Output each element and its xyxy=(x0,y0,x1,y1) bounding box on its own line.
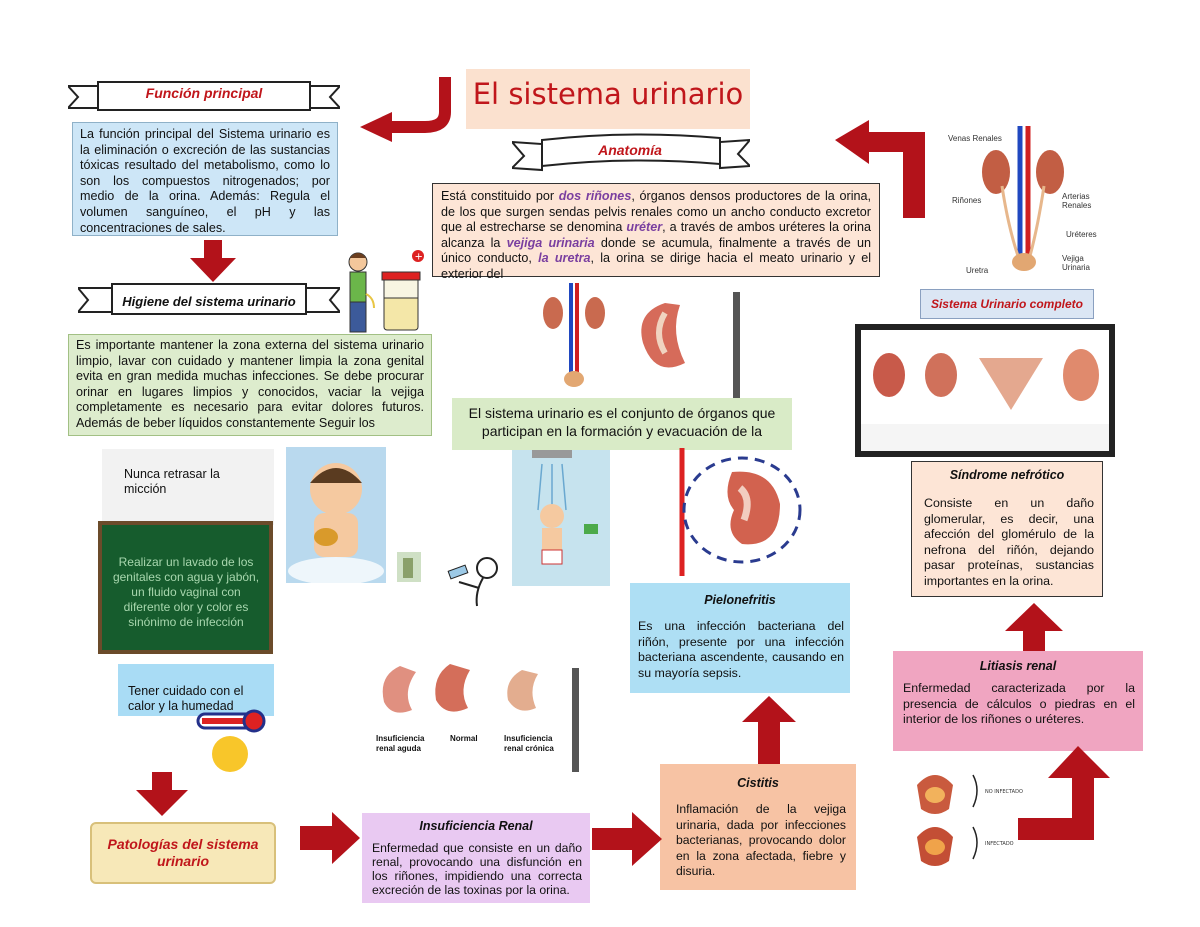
anatomia-ribbon xyxy=(512,133,750,172)
kidney-comparison-image: Insuficiencia renal aguda Normal Insufic… xyxy=(372,656,572,766)
anatomia-text: Está constituido por dos riñones, órgano… xyxy=(432,183,880,281)
higiene-heading: Higiene del sistema urinario xyxy=(122,294,296,309)
anatomy-diagram-image xyxy=(515,283,733,395)
pielonefritis-text: Es una infección bacteriana del riñón, p… xyxy=(638,619,844,680)
anatomia-p1: Está constituido por xyxy=(441,189,559,203)
page-title: El sistema urinario xyxy=(472,77,744,111)
infected-kidney-image xyxy=(679,448,802,576)
down-arrow-1 xyxy=(190,240,236,282)
insuficiencia-heading: Insuficiencia Renal xyxy=(419,819,533,833)
patologias-heading: Patologías del sistema urinario xyxy=(107,836,259,869)
funcion-ribbon xyxy=(68,81,340,111)
completo-caption-box: Sistema Urinario completo xyxy=(920,289,1094,319)
higiene-ribbon xyxy=(78,283,340,315)
up-arrow-pielo xyxy=(742,696,796,766)
urinary-system-image: Venas Renales Riñones Arterias Renales U… xyxy=(938,126,1110,276)
anatomia-heading: Anatomía xyxy=(598,142,662,158)
anatomia-p4: donde se acumula, finalmente a través de… xyxy=(441,235,871,266)
kidney-panel-image xyxy=(855,324,1115,457)
cistitis-heading: Cistitis xyxy=(737,776,779,790)
shower-image xyxy=(512,450,610,586)
calor-note: Tener cuidado con el calor y la humedad xyxy=(118,664,274,716)
pielonefritis-heading: Pielonefritis xyxy=(704,593,776,607)
definicion-box: El sistema urinario es el conjunto de ór… xyxy=(452,398,792,450)
label-arterias: Arterias Renales xyxy=(1062,192,1092,210)
label-venas: Venas Renales xyxy=(948,134,1002,143)
patologias-box: Patologías del sistema urinario xyxy=(90,822,276,884)
bathing-child-image xyxy=(286,447,386,583)
anatomia-p3: , a través de ambos uréteres la orina al… xyxy=(441,220,871,250)
litiasis-heading: Litiasis renal xyxy=(979,659,1057,673)
definicion-text: El sistema urinario es el conjunto de ór… xyxy=(468,405,776,439)
svg-text:+: + xyxy=(415,252,423,263)
label-aguda: Insuficiencia renal aguda xyxy=(376,734,425,753)
kidney-comparison-shadow xyxy=(572,668,579,772)
pielonefritis-box: Pielonefritis Es una infección bacterian… xyxy=(630,583,850,693)
label-uretra: Uretra xyxy=(966,266,989,275)
boy-urinating-icon: + xyxy=(348,250,424,333)
lavado-text: Realizar un lavado de los genitales con … xyxy=(112,555,260,629)
retrasar-note: Nunca retrasar la micción xyxy=(102,449,274,525)
anatomia-p5: , la orina se dirige hacia el meato urin… xyxy=(441,251,872,281)
label-ureteres: Uréteres xyxy=(1066,230,1097,239)
higiene-text: Es importante mantener la zona externa d… xyxy=(68,334,432,436)
retrasar-text: Nunca retrasar la micción xyxy=(124,467,220,496)
right-arrow-cistitis xyxy=(592,812,662,866)
thermometer-sun-icon xyxy=(196,709,266,772)
anatomia-p2: , órganos densos productores de la orina… xyxy=(441,189,872,235)
sindrome-box: Síndrome nefrótico Consiste en un daño g… xyxy=(911,461,1103,597)
drinking-person-icon xyxy=(447,557,498,607)
down-arrow-patologias xyxy=(136,772,188,816)
right-arrow-insuficiencia xyxy=(300,812,360,864)
up-arrow-sindrome xyxy=(1005,603,1063,651)
anatomy-image-shadow xyxy=(733,292,740,400)
funcion-text: La función principal del Sistema urinari… xyxy=(72,122,338,236)
anatomia-k2: uréter xyxy=(626,220,663,235)
page-title-box: El sistema urinario xyxy=(466,69,750,129)
insuficiencia-box: Insuficiencia Renal Enfermedad que consi… xyxy=(362,813,590,903)
sindrome-heading: Síndrome nefrótico xyxy=(949,468,1065,482)
cistitis-text: Inflamación de la vejiga urinaria, dada … xyxy=(676,802,846,879)
calor-text: Tener cuidado con el calor y la humedad xyxy=(128,684,244,713)
funcion-heading: Función principal xyxy=(145,85,263,101)
litiasis-text: Enfermedad caracterizada por la presenci… xyxy=(903,681,1135,727)
insuficiencia-text: Enfermedad que consiste en un daño renal… xyxy=(372,841,582,897)
chalkboard: Realizar un lavado de los genitales con … xyxy=(98,521,273,654)
label-vejiga: Vejiga Urinaria xyxy=(1062,254,1091,272)
litiasis-box: Litiasis renal Enfermedad caracterizada … xyxy=(893,651,1143,751)
completo-caption: Sistema Urinario completo xyxy=(930,297,1084,311)
svg-text:INFECTADO: INFECTADO xyxy=(985,841,1014,847)
bent-arrow-left xyxy=(835,120,925,218)
label-rinones: Riñones xyxy=(952,196,982,205)
anatomia-k4: la uretra xyxy=(538,251,591,266)
cistitis-box: Cistitis Inflamación de la vejiga urinar… xyxy=(660,764,856,890)
anatomia-k1: dos riñones xyxy=(558,189,632,203)
svg-text:NO INFECTADO: NO INFECTADO xyxy=(985,789,1023,795)
label-normal: Normal xyxy=(450,734,478,743)
bladder-images: NO INFECTADO INFECTADO xyxy=(917,774,1023,866)
anatomia-k3: vejiga urinaria xyxy=(506,235,595,250)
small-image xyxy=(397,552,421,582)
sindrome-text: Consiste en un daño glomerular, es decir… xyxy=(924,496,1094,588)
bent-arrow-up xyxy=(1018,746,1110,840)
label-cronica: Insuficiencia renal crónica xyxy=(504,734,554,753)
curved-arrow-left xyxy=(360,77,451,142)
